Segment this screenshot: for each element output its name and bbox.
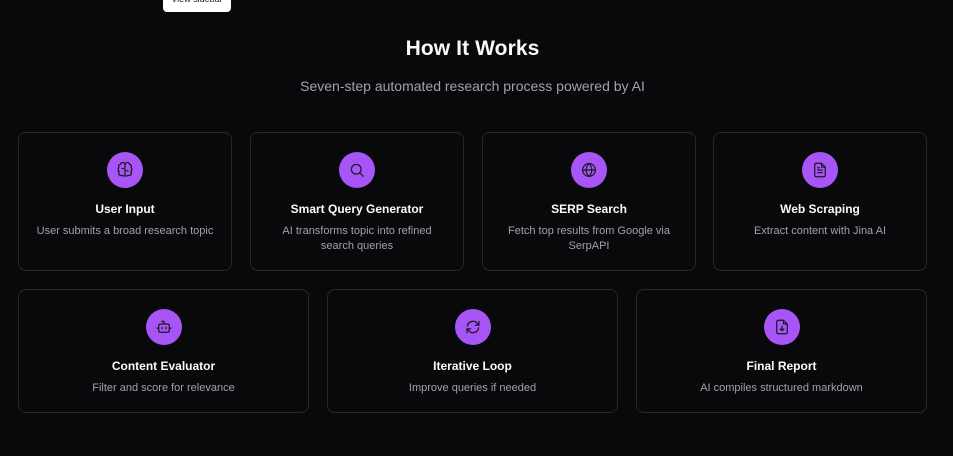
step-description: Fetch top results from Google via SerpAP…	[507, 225, 670, 252]
document-icon	[802, 152, 838, 188]
section-title: How It Works	[405, 37, 540, 60]
step-card-iterative-loop[interactable]: Iterative Loop Improve queries if needed	[327, 289, 618, 413]
step-description: Improve queries if needed	[408, 382, 537, 394]
refresh-icon	[454, 309, 491, 345]
step-card-final-report[interactable]: Final Report AI compiles structured mark…	[636, 289, 927, 413]
step-description: AI compiles structured markdown	[700, 382, 863, 394]
step-title: Content Evaluator	[111, 359, 216, 373]
step-card-smart-query-generator[interactable]: Smart Query Generator AI transforms topi…	[250, 132, 464, 271]
file-download-icon	[763, 309, 800, 345]
step-description: Filter and score for relevance	[92, 382, 235, 394]
step-title: Web Scraping	[780, 202, 860, 216]
search-icon	[339, 152, 375, 188]
step-description: AI transforms topic into refined search …	[282, 225, 432, 252]
step-title: User Input	[95, 202, 155, 216]
step-card-web-scraping[interactable]: Web Scraping Extract content with Jina A…	[713, 132, 927, 271]
step-title: Smart Query Generator	[290, 202, 424, 216]
step-card-content-evaluator[interactable]: Content Evaluator Filter and score for r…	[18, 289, 309, 413]
step-description: User submits a broad research topic	[36, 225, 214, 237]
bot-icon	[145, 309, 182, 345]
step-title: SERP Search	[551, 202, 627, 216]
step-card-user-input[interactable]: User Input User submits a broad research…	[18, 132, 232, 271]
section-subtitle: Seven-step automated research process po…	[300, 78, 645, 94]
step-title: Iterative Loop	[433, 359, 512, 373]
step-title: Final Report	[746, 359, 817, 373]
step-description: Extract content with Jina AI	[753, 225, 887, 237]
globe-icon	[571, 152, 607, 188]
brain-icon	[107, 152, 143, 188]
view-sidebar-tooltip: View sidebar	[163, 0, 231, 12]
step-card-serp-search[interactable]: SERP Search Fetch top results from Googl…	[482, 132, 696, 271]
